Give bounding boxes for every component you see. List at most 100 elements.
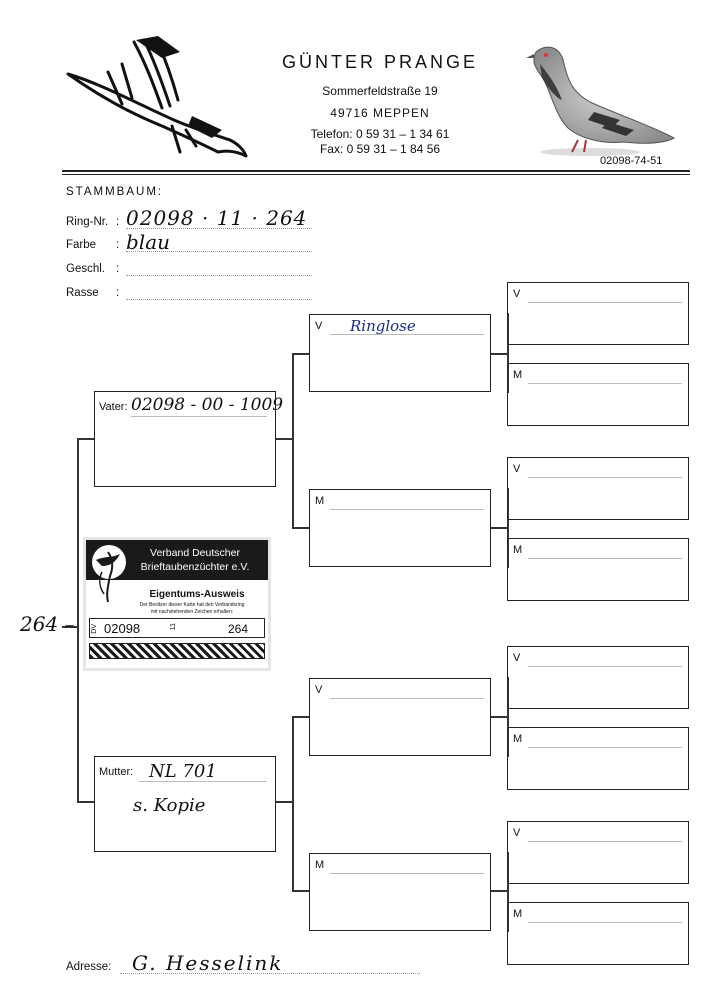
pedigree-title: STAMMBAUM: [66,186,164,198]
bracket-gp2 [507,488,509,568]
pigeon-photo [526,46,676,156]
link-gp2 [292,527,309,529]
card-small-text-1: Der Besitzer dieser Karte hat den Verban… [139,602,245,608]
great-grandparent-box-6[interactable]: M [507,727,689,790]
dam-label: Mutter: [99,766,134,778]
sire-value: 02098 - 00 - 1009 [131,395,284,415]
great-grandparent-tag-4: M [513,544,523,556]
link-gp1 [292,353,309,355]
header-divider-thin [62,174,690,175]
great-grandparent-tag-3: V [513,463,521,475]
dove-emblem-icon [92,545,126,603]
dam-value: NL 701 [149,761,217,782]
sire-rule [131,416,267,417]
breed-label: Rasse [66,287,99,299]
grandparent-rule-1 [330,334,484,335]
bracket-gp4 [507,852,509,932]
address-field-line[interactable] [120,973,420,974]
link-sire [77,438,95,440]
great-grandparent-box-7[interactable]: V [507,821,689,884]
breed-colon: : [116,287,120,299]
dam-rule [139,781,267,782]
great-grandparent-rule-8 [528,922,682,923]
great-grandparent-box-8[interactable]: M [507,902,689,965]
great-grandparent-box-1[interactable]: V [507,282,689,345]
great-grandparent-tag-6: M [513,733,523,745]
address-label: Adresse: [66,961,112,973]
link-gp1-out [490,353,508,355]
link-gp3 [292,716,309,718]
great-grandparent-tag-1: V [513,288,521,300]
ring-field-line[interactable] [126,228,312,229]
ring-value: 02098 · 11 · 264 [126,206,308,230]
breeder-fax: Fax: 0 59 31 – 1 84 56 [319,142,441,156]
ownership-card: Verband Deutscher Brieftaubenzüchter e.V… [86,540,268,668]
sire-box[interactable]: Vater: 02098 - 00 - 1009 [94,391,283,487]
grandparent-rule-3 [330,698,484,699]
great-grandparent-rule-7 [528,841,682,842]
great-grandparent-box-5[interactable]: V [507,646,689,709]
link-gp3-out [490,716,508,718]
ring-colon: : [116,216,120,228]
bracket-sire [292,353,294,528]
card-org-line2: Brieftaubenzüchter e.V. [140,561,250,573]
great-grandparent-rule-2 [528,383,682,384]
grandparent-rule-4 [330,873,484,874]
great-grandparent-rule-1 [528,302,682,303]
card-ring-box: DV 02098 11 264 [89,618,265,638]
grandparent-rule-2 [330,509,484,510]
grandparent-value-1: Ringlose [350,317,416,335]
breeder-name: GÜNTER PRANGE [281,52,479,72]
breed-field-line[interactable] [126,299,312,300]
sex-colon: : [116,263,120,275]
swooping-bird-logo [66,36,248,158]
grandparent-tag-3: V [315,684,323,696]
great-grandparent-box-4[interactable]: M [507,538,689,601]
link-gp4 [292,890,309,892]
grandparent-tag-2: M [315,495,325,507]
great-grandparent-tag-7: V [513,827,521,839]
color-field-line[interactable] [126,251,312,252]
bracket-gp3 [507,677,509,757]
header-divider [62,170,690,172]
link-sire-out [275,438,293,440]
card-year: 11 [170,623,177,631]
bracket-gp1 [507,313,509,393]
ring-label: Ring-Nr. [66,216,109,228]
great-grandparent-box-2[interactable]: M [507,363,689,426]
grandparent-box-4[interactable]: M [309,853,491,931]
card-pattern-strip [89,643,265,659]
breeder-street: Sommerfeldstraße 19 [322,84,438,98]
photo-pigeon-ring: 02098-74-51 [600,155,663,167]
breeder-phone: Telefon: 0 59 31 – 1 34 61 [310,127,450,141]
link-gp2-out [490,527,508,529]
card-prefix: DV [91,624,98,634]
breeder-city: 49716 MEPPEN [330,106,430,120]
card-title: Eigentums-Ausweis [149,589,245,600]
great-grandparent-tag-5: V [513,652,521,664]
dam-note: s. Kopie [133,795,206,816]
dam-box[interactable]: Mutter: NL 701 s. Kopie [94,756,276,852]
sire-label: Vater: [99,401,128,413]
bracket-subject [77,438,79,802]
color-colon: : [116,239,120,251]
great-grandparent-box-3[interactable]: V [507,457,689,520]
link-dam [77,801,95,803]
color-value: blau [126,230,171,254]
great-grandparent-tag-8: M [513,908,523,920]
sex-label: Geschl. [66,263,105,275]
great-grandparent-tag-2: M [513,369,523,381]
bracket-dam [292,716,294,891]
link-gp4-out [490,890,508,892]
color-label: Farbe [66,239,97,251]
side-ring-note: 264 – [20,612,75,636]
grandparent-box-3[interactable]: V [309,678,491,756]
great-grandparent-rule-5 [528,666,682,667]
grandparent-tag-4: M [315,859,325,871]
grandparent-box-1[interactable]: V Ringlose [309,314,491,392]
card-org-line1: Verband Deutscher [150,547,240,559]
great-grandparent-rule-6 [528,747,682,748]
sex-field-line[interactable] [126,275,312,276]
great-grandparent-rule-4 [528,558,682,559]
grandparent-box-2[interactable]: M [309,489,491,567]
